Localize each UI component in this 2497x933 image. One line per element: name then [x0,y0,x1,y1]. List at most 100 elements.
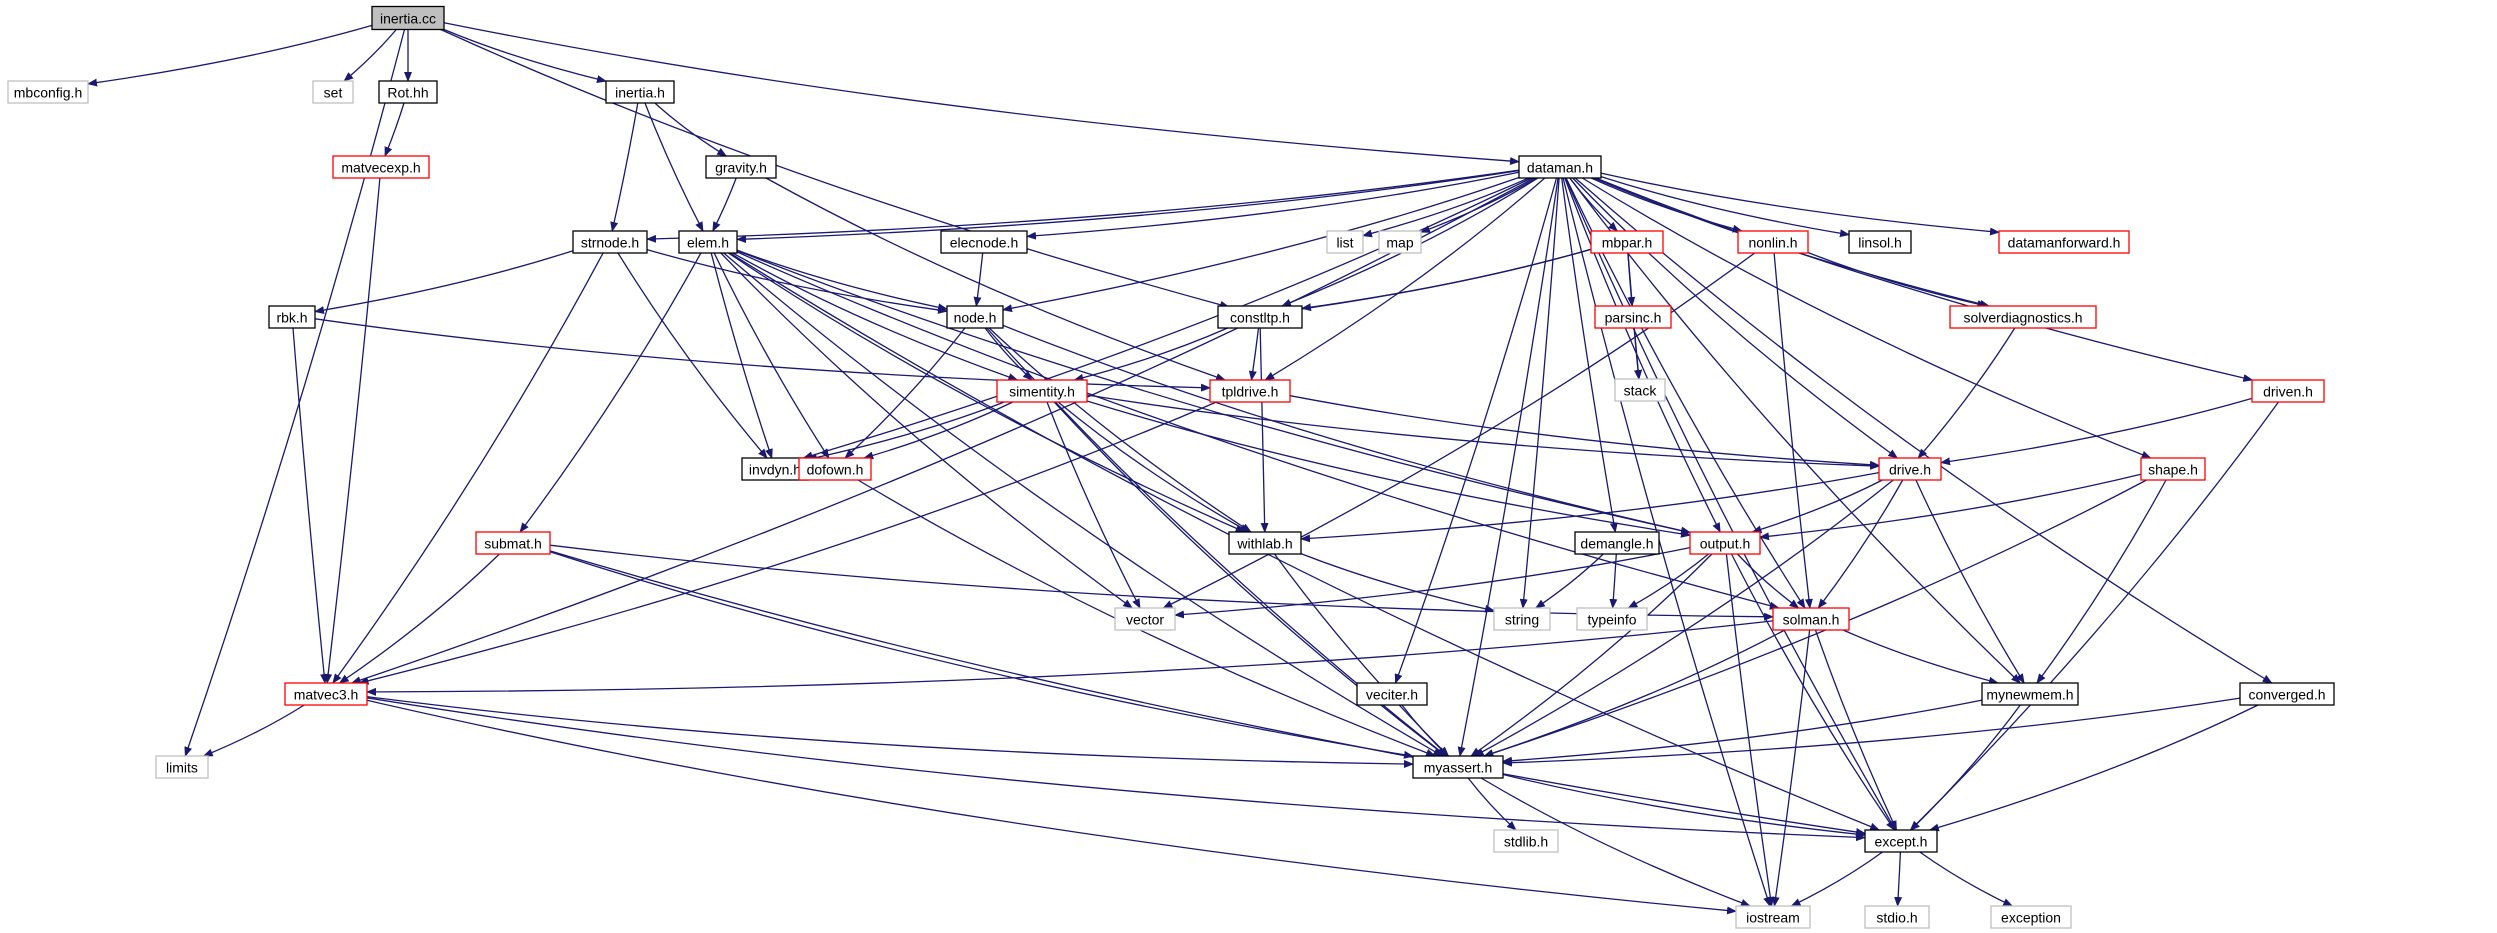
edge-dataman_h-to-elem_h [736,169,1520,244]
node-label: strnode.h [581,235,639,251]
node-constltp-h[interactable]: constltp.h [1217,305,1303,329]
node-label: stack [1624,383,1658,399]
node-label: node.h [954,310,997,326]
edge-dataman_h-to-output_h [1564,177,1721,533]
node-box [2251,379,2325,403]
edge-gravity_h-to-tpldrive_h [765,177,1226,381]
node-box [312,80,354,104]
node-gravity-h[interactable]: gravity.h [705,155,777,179]
node-label: iostream [1746,910,1800,926]
node-box [678,230,738,254]
node-myassert-h[interactable]: myassert.h [1412,755,1504,779]
node-solverdiagnostics-h[interactable]: solverdiagnostics.h [1949,305,2097,329]
node-dataman-h[interactable]: dataman.h [1518,155,1602,179]
node-datamanforward-h[interactable]: datamanforward.h [1998,230,2130,254]
node-elecnode-h[interactable]: elecnode.h [940,230,1028,254]
edge-dataman_h-to-iostream [1562,177,1771,907]
edge-drive_h-to-mynewmem_h [1915,479,2025,684]
node-driven-h[interactable]: driven.h [2251,379,2325,403]
node-box [1378,230,1422,254]
node-mbconfig-h: mbconfig.h [7,80,89,104]
node-mbpar-h[interactable]: mbpar.h [1590,230,1664,254]
node-parsinc-h[interactable]: parsinc.h [1594,305,1672,329]
node-label: shape.h [2148,462,2198,478]
node-box [1990,905,2072,929]
edge-tpldrive_h-to-matvec3_h [358,401,1217,685]
node-elem-h[interactable]: elem.h [678,230,738,254]
edge-simentity_h-to-output_h [1086,400,1691,538]
edge-inertia_cc-to-limits [184,29,406,757]
node-box [946,305,1004,329]
edge-elem_h-to-submat_h [519,252,702,533]
edge-elem_h-to-solman_h [736,251,1780,610]
node-submat-h[interactable]: submat.h [475,531,551,555]
node-label: dataman.h [1527,160,1593,176]
node-label: linsol.h [1858,235,1902,251]
node-dofown-h[interactable]: dofown.h [798,457,872,481]
edge-elem_h-to-except_h [729,252,1881,831]
node-label: tpldrive.h [1222,384,1279,400]
node-solman-h[interactable]: solman.h [1772,607,1850,631]
edge-withlab_h-to-myassert_h [1273,553,1450,757]
edge-submat_h-to-except_h [549,550,1866,836]
node-rbk-h[interactable]: rbk.h [268,305,316,329]
node-label: driven.h [2263,384,2313,400]
node-shape-h[interactable]: shape.h [2140,457,2206,481]
edge-dataman_h-to-demangle_h [1561,177,1618,533]
node-veciter-h[interactable]: veciter.h [1356,682,1428,706]
node-box [268,305,316,329]
node-stdlib-h: stdlib.h [1493,829,1559,853]
edge-dataman_h-to-converged_h [1574,177,2273,684]
node-tpldrive-h[interactable]: tpldrive.h [1209,379,1291,403]
edge-dataman_h-to-mynewmem_h [1569,177,2021,684]
edge-submat_h-to-solman_h [549,544,1774,621]
node-box [1590,230,1664,254]
edge-solman_h-to-matvec3_h [366,620,1774,696]
node-linsol-h[interactable]: linsol.h [1848,230,1912,254]
node-drive-h[interactable]: drive.h [1878,457,1942,481]
node-demangle-h[interactable]: demangle.h [1574,531,1660,555]
edge-output_h-to-myassert_h [1470,553,1713,757]
node-label: datamanforward.h [2008,235,2121,251]
node-label: constltp.h [1230,310,1290,326]
edge-layer [87,22,2280,915]
node-rot-hh[interactable]: Rot.hh [378,80,438,104]
node-strnode-h[interactable]: strnode.h [572,230,648,254]
edge-rbk_h-to-matvec3_h [292,327,329,684]
node-matvecexp-h[interactable]: matvecexp.h [332,155,430,179]
edge-inertia_cc-to-set [343,29,397,82]
node-except-h[interactable]: except.h [1864,829,1938,853]
node-converged-h[interactable]: converged.h [2239,682,2335,706]
edge-drive_h-to-solman_h [1817,479,1904,609]
node-withlab-h[interactable]: withlab.h [1228,531,1302,555]
node-box [2239,682,2335,706]
node-label: demangle.h [1580,536,1653,552]
node-box [1981,682,2079,706]
node-label: except.h [1875,834,1928,850]
node-inertia-cc[interactable]: inertia.cc [371,5,445,31]
node-set: set [312,80,354,104]
node-simentity-h[interactable]: simentity.h [996,379,1088,403]
node-output-h[interactable]: output.h [1689,531,1761,555]
node-box [155,755,209,779]
node-box [378,80,438,104]
edge-solverdiagnostics_h-to-drive_h [1917,327,2016,459]
edge-dataman_h-to-elecnode_h [1026,171,1520,240]
node-matvec3-h[interactable]: matvec3.h [284,682,368,706]
edge-solman_h-to-myassert_h [1483,629,1786,757]
node-box [1493,607,1551,631]
node-mynewmem-h[interactable]: mynewmem.h [1981,682,2079,706]
edge-matvec3_h-to-iostream [366,699,1737,915]
node-box [605,80,675,104]
edge-driven_h-to-drive_h [1940,397,2253,466]
node-node-h[interactable]: node.h [946,305,1004,329]
node-inertia-h[interactable]: inertia.h [605,80,675,104]
node-label: Rot.hh [387,85,428,101]
node-label: stdio.h [1876,910,1917,926]
edge-simentity_h-to-dofown_h [863,401,1014,460]
node-box [1614,378,1666,402]
node-nonlin-h[interactable]: nonlin.h [1737,230,1809,254]
node-invdyn-h[interactable]: invdyn.h [741,457,809,481]
node-box [1878,457,1942,481]
